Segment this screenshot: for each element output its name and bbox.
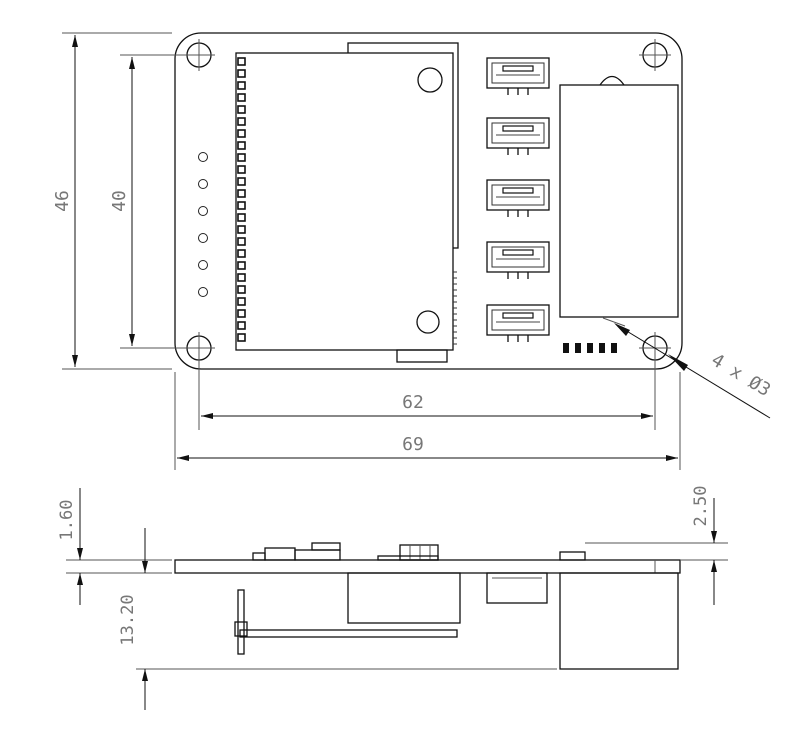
side-connector [399,544,439,561]
header-pin [237,129,246,138]
dim-board-thickness: 1.60 [57,500,77,541]
pad [599,343,605,353]
header-pin [237,321,246,330]
side-hole [198,233,208,243]
dim-bottom-depth: 13.20 [118,594,138,645]
side-hole [198,287,208,297]
mounting-holes [183,39,671,364]
header-pin [237,105,246,114]
header-pin [237,81,246,90]
header-pin [237,57,246,66]
module-tab [396,349,448,363]
side-header-bar [239,629,458,638]
side-module-body [347,572,461,624]
side-hole [198,260,208,270]
header-pin [237,153,246,162]
pad [587,343,593,353]
header-pin [237,297,246,306]
header-pin [237,309,246,318]
card-socket [559,84,679,318]
side-component-b [294,549,341,561]
side-jst-body [486,572,548,604]
side-view: 1.60 13.20 2.50 [57,486,728,710]
pad [611,343,617,353]
header-pin [237,333,246,342]
pad [575,343,581,353]
header-pin [237,249,246,258]
hole-callout: 4 x Ø3 [708,350,775,401]
side-component-c [311,542,341,551]
module-component-icon [416,310,440,334]
side-component-a [264,547,296,561]
header-pin [237,177,246,186]
header-pin [237,141,246,150]
dim-height-outer: 46 [52,190,73,212]
dim-width-holes: 62 [402,392,424,413]
module-edge-pins [453,271,457,345]
connector-stack [486,57,550,342]
jst-connector [486,179,550,217]
board-outline [174,32,683,370]
header-pin [237,93,246,102]
header-pin [237,165,246,174]
header-pin [237,225,246,234]
side-component-e [377,555,439,561]
jst-connector [486,241,550,279]
side-board [174,559,681,574]
dim-width-outer: 69 [402,434,424,455]
side-header-collar [234,621,248,637]
jst-connector [486,57,550,95]
pad-row [563,343,617,353]
header-pin [237,273,246,282]
side-hole [198,152,208,162]
module-hole-icon [417,67,443,93]
dim-top-clearance: 2.50 [691,486,711,527]
header-pin [237,69,246,78]
dim-height-holes: 40 [109,190,130,212]
header-pin [237,285,246,294]
jst-connector [486,304,550,342]
top-view: 69 62 46 40 4 x Ø3 [52,32,775,470]
socket-latch [599,75,625,86]
header-pin [237,261,246,270]
side-component-d [252,552,266,561]
header-pin [237,201,246,210]
header-pin [237,117,246,126]
header-pin [237,213,246,222]
jst-connector [486,117,550,155]
header-pin [237,189,246,198]
side-hole-row [198,152,208,297]
pin-header [237,57,246,342]
pad [563,343,569,353]
side-hole [198,206,208,216]
side-socket-body [559,572,679,670]
side-hole [198,179,208,189]
side-pads [559,551,586,561]
hole-leader-line [624,329,771,419]
header-pin [237,237,246,246]
main-module [235,52,454,351]
